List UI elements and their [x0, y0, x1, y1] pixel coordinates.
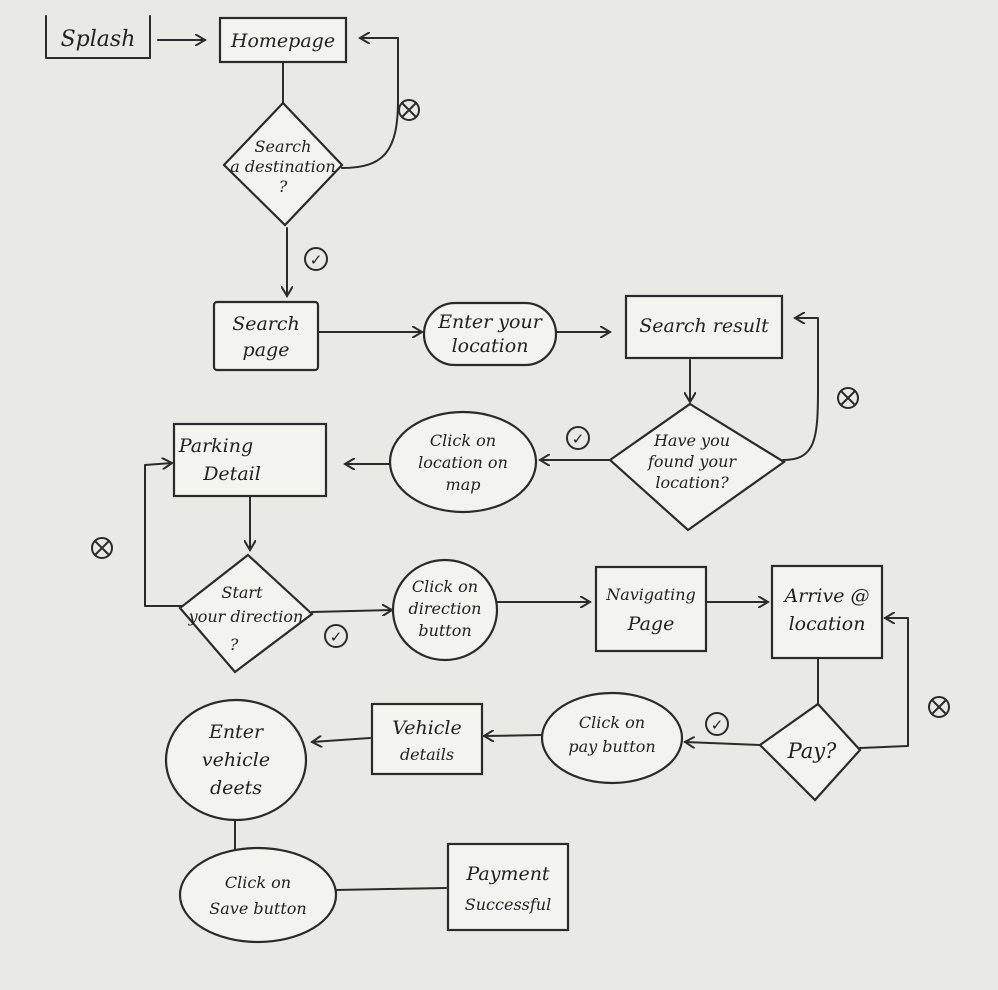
node-parking-detail: Parking Detail	[172, 422, 328, 498]
svg-text:Successful: Successful	[465, 895, 551, 914]
svg-text:✓: ✓	[310, 251, 323, 269]
node-click-direction-button: Click on direction button	[391, 558, 499, 662]
arrow-no-loop-arrive	[859, 618, 909, 749]
node-homepage: Homepage	[218, 16, 348, 64]
svg-text:?: ?	[279, 177, 288, 196]
svg-text:?: ?	[230, 635, 239, 654]
svg-text:✓: ✓	[330, 628, 343, 646]
node-arrive-location: Arrive @ location	[770, 564, 884, 660]
svg-text:Pay?: Pay?	[787, 739, 838, 763]
cancel-icon	[91, 537, 113, 559]
svg-text:page: page	[243, 339, 290, 361]
node-enter-vehicle-deets: Enter vehicle deets	[164, 698, 308, 822]
svg-text:Search result: Search result	[639, 315, 769, 337]
decision-marks: ✓ ✓ ✓ ✓	[91, 99, 950, 736]
arrow-start-clickdir	[311, 610, 392, 612]
node-click-save-button: Click on Save button	[178, 846, 338, 944]
line-save-payment	[334, 887, 447, 891]
svg-text:Click on: Click on	[579, 713, 645, 732]
svg-text:Search: Search	[232, 313, 300, 335]
svg-text:Splash: Splash	[61, 27, 136, 52]
svg-text:location: location	[452, 335, 529, 357]
decision-search-destination: Search a destination ?	[222, 101, 344, 227]
arrow-pay-clickpay	[685, 742, 761, 745]
svg-text:details: details	[400, 745, 454, 764]
svg-text:direction: direction	[409, 599, 482, 618]
node-search-page: Search page	[212, 300, 320, 372]
cancel-icon	[928, 696, 950, 718]
node-search-result: Search result	[624, 294, 784, 360]
svg-text:Page: Page	[627, 613, 675, 635]
svg-text:pay button: pay button	[568, 737, 655, 756]
svg-text:vehicle: vehicle	[202, 749, 270, 771]
svg-text:✓: ✓	[711, 716, 724, 734]
svg-text:Homepage: Homepage	[230, 30, 335, 52]
svg-text:Click on: Click on	[430, 431, 496, 450]
node-splash: Splash	[45, 15, 151, 59]
node-payment-successful: Payment Successful	[446, 842, 570, 932]
svg-text:Payment: Payment	[465, 863, 549, 885]
node-vehicle-details: Vehicle details	[370, 702, 484, 776]
arrow-clickpay-vehicle	[484, 735, 543, 736]
node-enter-location: Enter your location	[422, 301, 558, 367]
svg-text:Click on: Click on	[225, 873, 291, 892]
cancel-icon	[837, 387, 859, 409]
check-icon: ✓	[705, 712, 729, 736]
svg-text:Parking: Parking	[178, 435, 253, 457]
svg-text:button: button	[418, 621, 471, 640]
svg-text:Search: Search	[255, 137, 312, 156]
svg-text:Start: Start	[221, 583, 263, 602]
svg-text:found your: found your	[647, 452, 737, 471]
check-icon: ✓	[324, 624, 348, 648]
svg-text:location: location	[789, 613, 866, 635]
check-icon: ✓	[304, 247, 328, 271]
svg-text:Navigating: Navigating	[605, 585, 696, 604]
connectors	[144, 38, 909, 891]
svg-text:map: map	[446, 475, 481, 494]
svg-text:Save button: Save button	[209, 899, 306, 918]
decision-found-location: Have you found your location?	[608, 402, 786, 532]
node-click-location-map: Click on location on map	[388, 410, 538, 514]
node-navigating-page: Navigating Page	[594, 565, 708, 653]
svg-text:✓: ✓	[572, 430, 585, 448]
svg-text:Enter: Enter	[208, 721, 265, 743]
svg-text:Vehicle: Vehicle	[392, 717, 462, 739]
svg-text:a destination: a destination	[230, 157, 335, 176]
cancel-icon	[398, 99, 420, 121]
arrow-no-loop-parking	[144, 463, 186, 607]
svg-text:deets: deets	[210, 777, 262, 799]
svg-text:Arrive @: Arrive @	[783, 585, 870, 607]
svg-text:Detail: Detail	[202, 463, 261, 485]
svg-text:Click on: Click on	[412, 577, 478, 596]
svg-text:Enter your: Enter your	[437, 311, 544, 333]
node-click-pay-button: Click on pay button	[540, 691, 684, 785]
decision-pay: Pay?	[758, 702, 862, 802]
svg-text:Have you: Have you	[653, 431, 730, 450]
decision-start-direction: Start your direction ?	[178, 553, 314, 674]
check-icon: ✓	[566, 426, 590, 450]
arrow-no-loop-homepage	[341, 38, 399, 169]
svg-text:location?: location?	[655, 473, 729, 492]
svg-text:location on: location on	[418, 453, 508, 472]
arrow-vehicle-enter	[312, 738, 371, 742]
svg-text:your direction: your direction	[188, 607, 304, 626]
arrow-no-loop-result	[782, 318, 819, 461]
